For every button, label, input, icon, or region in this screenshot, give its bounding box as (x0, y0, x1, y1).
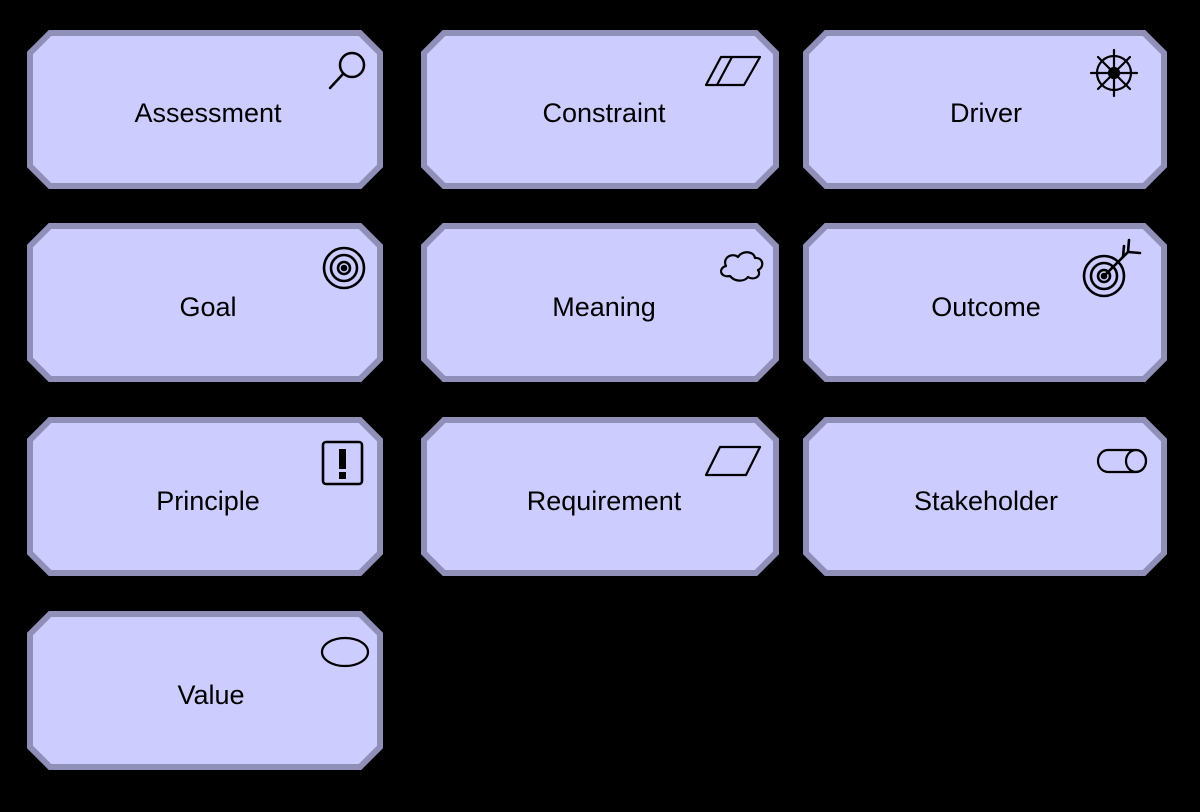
element-label: Outcome (931, 292, 1041, 322)
element-label: Assessment (134, 98, 282, 128)
octagon-shape (27, 223, 383, 382)
octagon-shape (421, 223, 779, 382)
element-stakeholder[interactable]: Stakeholder (803, 417, 1167, 576)
element-meaning[interactable]: Meaning (421, 223, 779, 382)
magnifier-icon (328, 51, 366, 90)
element-goal[interactable]: Goal (27, 223, 383, 382)
element-label: Stakeholder (914, 486, 1058, 516)
double-parallelogram-icon (704, 55, 762, 87)
element-label: Driver (950, 98, 1022, 128)
octagon-shape (27, 611, 383, 770)
element-principle[interactable]: Principle (27, 417, 383, 576)
ellipse-icon (320, 636, 370, 668)
element-requirement[interactable]: Requirement (421, 417, 779, 576)
ship-wheel-icon (1089, 48, 1139, 98)
octagon-shape (27, 30, 383, 189)
element-label: Principle (156, 486, 260, 516)
octagon-shape (803, 223, 1167, 382)
element-value[interactable]: Value (27, 611, 383, 770)
element-assessment[interactable]: Assessment (27, 30, 383, 189)
exclamation-box-icon (321, 440, 364, 486)
cylinder-icon (1096, 448, 1148, 474)
element-label: Constraint (542, 98, 666, 128)
octagon-shape (803, 30, 1167, 189)
target-arrow-icon (1082, 238, 1142, 298)
octagon-shape (421, 30, 779, 189)
element-label: Goal (179, 292, 236, 322)
element-label: Value (177, 680, 244, 710)
element-label: Meaning (552, 292, 656, 322)
octagon-shape (27, 417, 383, 576)
element-constraint[interactable]: Constraint (421, 30, 779, 189)
element-driver[interactable]: Driver (803, 30, 1167, 189)
parallelogram-icon (704, 445, 762, 477)
element-label: Requirement (527, 486, 682, 516)
cloud-icon (720, 251, 764, 282)
element-outcome[interactable]: Outcome (803, 223, 1167, 382)
concentric-circles-icon (322, 246, 366, 290)
octagon-shape (421, 417, 779, 576)
octagon-shape (803, 417, 1167, 576)
